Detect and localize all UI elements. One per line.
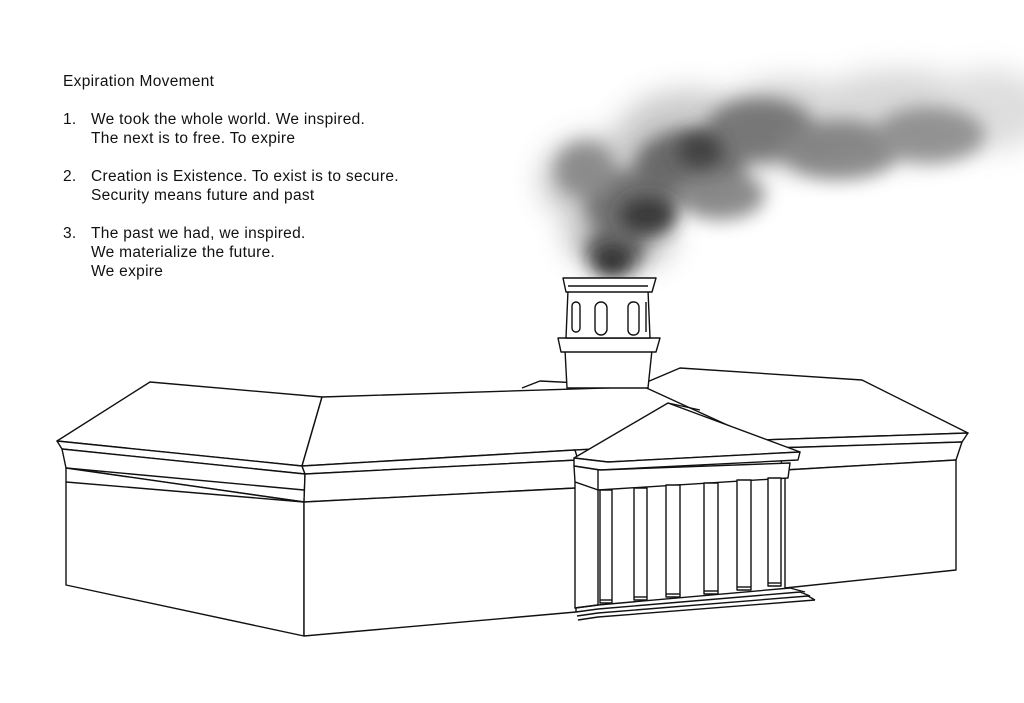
item-number: 1. (63, 111, 77, 128)
manifesto-title: Expiration Movement (63, 73, 215, 90)
item-line: Security means future and past (91, 187, 315, 204)
item-line: The past we had, we inspired. (91, 225, 306, 242)
item-line: We took the whole world. We inspired. (91, 111, 366, 128)
item-number: 3. (63, 225, 77, 242)
manifesto-list: 1. We took the whole world. We inspired.… (63, 110, 523, 281)
item-number: 2. (63, 168, 77, 185)
manifesto-item: 1. We took the whole world. We inspired.… (63, 110, 523, 148)
item-lines: The past we had, we inspired. We materia… (91, 224, 306, 281)
portico-steps (574, 587, 816, 621)
item-line: Creation is Existence. To exist is to se… (91, 168, 399, 185)
smoke-plume (540, 70, 1024, 276)
chimney (557, 277, 661, 389)
manifesto-text: Expiration Movement 1. We took the whole… (63, 72, 523, 300)
item-lines: Creation is Existence. To exist is to se… (91, 167, 399, 205)
item-line: We expire (91, 263, 164, 280)
middle-wall (303, 487, 577, 637)
manifesto-item: 3. The past we had, we inspired. We mate… (63, 224, 523, 281)
item-lines: We took the whole world. We inspired. Th… (91, 110, 365, 148)
item-line: The next is to free. To expire (91, 130, 296, 147)
manifesto-item: 2. Creation is Existence. To exist is to… (63, 167, 523, 205)
building (56, 277, 969, 637)
item-line: We materialize the future. (91, 244, 276, 261)
portico-columns (599, 477, 782, 604)
right-wall (784, 459, 957, 589)
